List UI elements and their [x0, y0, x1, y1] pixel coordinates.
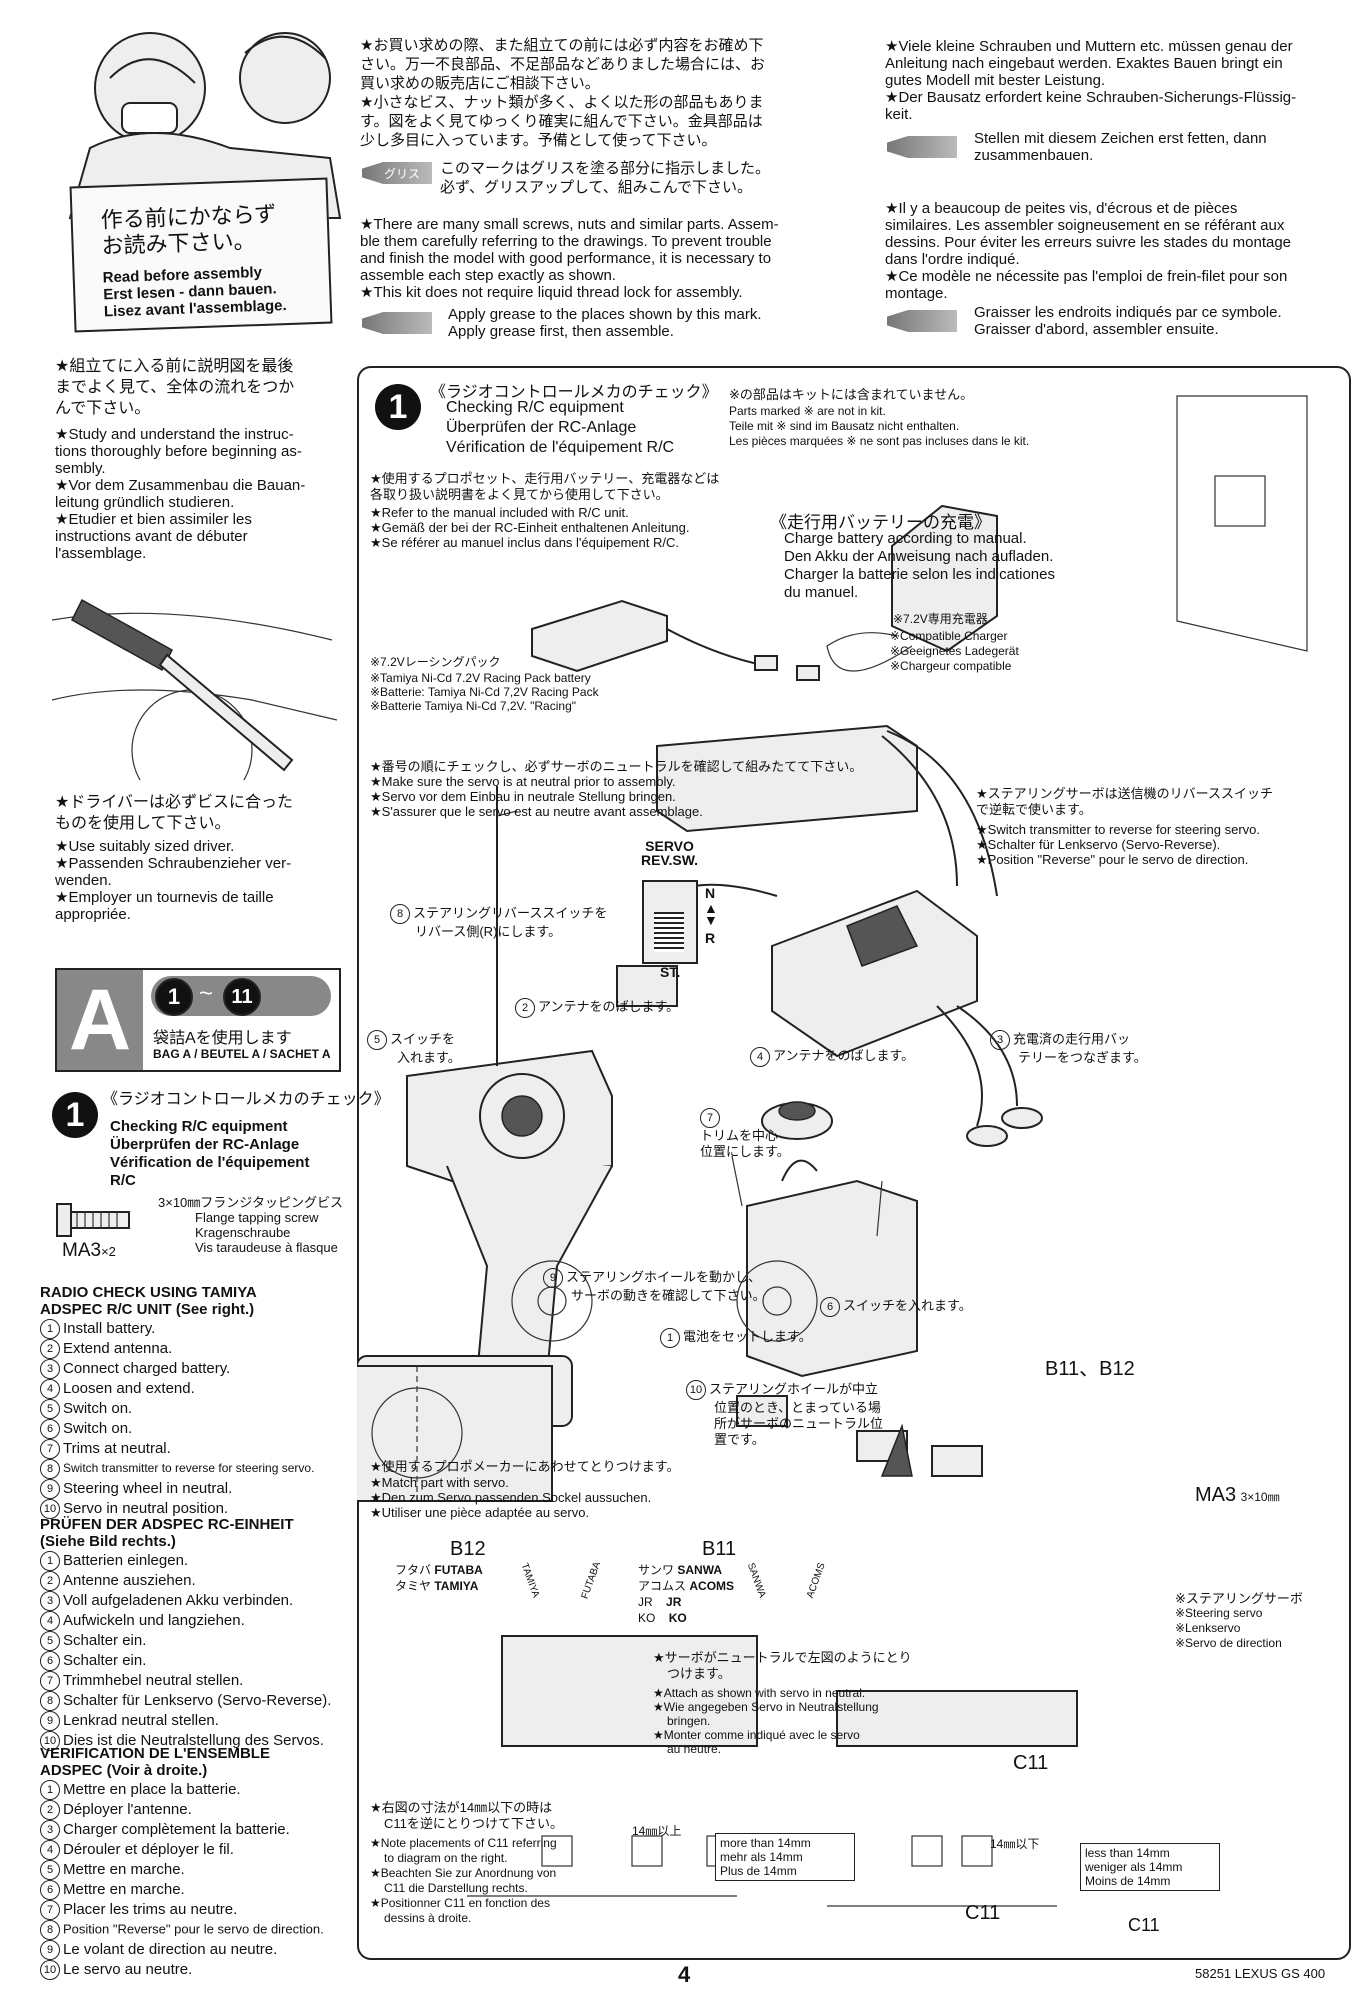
grease-note-en: Apply grease to the places shown by this…	[448, 306, 762, 340]
neutral-note: ★Attach as shown with servo in neutral.★…	[653, 1686, 879, 1756]
match-note-jp: ★使用するプロポメーカーにあわせてとりつけます。	[370, 1459, 680, 1474]
grease-mark-jp: グリス	[362, 162, 432, 184]
assembly-diagram	[357, 395, 1308, 1907]
reverse-note-jp: ★ステアリングサーボは送信機のリバーススイッチで逆転で使います。	[976, 786, 1274, 817]
charger-label-jp: ※7.2V専用充電器	[893, 612, 988, 626]
charge-title-jp: 《走行用バッテリーの充電》	[770, 513, 991, 532]
ma3-label: MA3 3×10㎜	[1195, 1484, 1280, 1506]
more-than-14-label: 14㎜以上	[632, 1824, 682, 1838]
driver-note: ★Use suitably sized driver.★Passenden Sc…	[55, 838, 292, 923]
bag-label: BAG A / BEUTEL A / SACHET A	[153, 1047, 331, 1061]
servo-rev-n: N	[705, 885, 716, 901]
step-start-badge: 1	[155, 978, 193, 1016]
header-en-notes: ★There are many small screws, nuts and s…	[360, 216, 779, 301]
de-check-title: PRÜFEN DER ADSPEC RC-EINHEIT(Siehe Bild …	[40, 1516, 294, 1550]
study-note: ★Study and understand the instruc-tions …	[55, 426, 306, 562]
main-step-panel	[357, 366, 1351, 1960]
charge-note: Charge battery according to manual.Den A…	[784, 530, 1055, 601]
servo-label: ※Steering servo※Lenkservo※Servo de direc…	[1175, 1606, 1282, 1650]
study-note-jp: ★組立てに入る前に説明図を最後までよく見て、全体の流れをつかんで下さい。	[55, 358, 295, 417]
charger-label: ※Compatible Charger※Geeignetes Ladegerät…	[890, 629, 1019, 673]
b11-label: B11	[702, 1538, 737, 1560]
check-order: ★Make sure the servo is at neutral prior…	[370, 774, 703, 819]
servo-rev-st: ST.	[660, 964, 681, 980]
not-in-kit-jp: ※の部品はキットには含まれていません。	[729, 387, 974, 402]
servo-rev-r: R	[705, 930, 716, 946]
pack-label: ※Tamiya Ni-Cd 7.2V Racing Pack battery※B…	[370, 671, 599, 713]
kit-code: 58251 LEXUS GS 400	[1195, 1966, 1326, 1981]
c11-label: C11	[1013, 1752, 1049, 1774]
b11-makers: サンワ SANWA アコムス ACOMS JR JR KO KO	[638, 1563, 735, 1625]
header-de-notes: ★Viele kleine Schrauben und Muttern etc.…	[885, 38, 1297, 123]
grease-icon	[362, 162, 432, 184]
sign-jp: 作る前にかならずお読み下さい。	[100, 201, 277, 259]
match-note: ★Match part with servo.★Den zum Servo pa…	[370, 1475, 652, 1520]
c11-bottom-label: C11	[965, 1902, 1001, 1924]
grease-note-jp: このマークはグリスを塗る部分に指示しました。必ず、グリスアップして、組みこんで下…	[440, 160, 771, 196]
grease-icon	[362, 312, 432, 334]
header-fr-notes: ★Il y a beaucoup de peites vis, d'écrous…	[885, 200, 1292, 302]
main-step-title-jp: 《ラジオコントロールメカのチェック》	[430, 384, 718, 401]
less-than-14-label: 14㎜以下	[990, 1837, 1040, 1851]
grease-icon	[887, 310, 957, 332]
not-in-kit: Parts marked ※ are not in kit.Teile mit …	[729, 404, 1030, 448]
screw-spec-jp: 3×10㎜フランジタッピングビス	[158, 1195, 344, 1210]
grease-note-de: Stellen mit diesem Zeichen erst fetten, …	[974, 130, 1267, 164]
bag-letter: A	[57, 970, 143, 1070]
check-order-jp: ★番号の順にチェックし、必ずサーボのニュートラルを確認して組みたてて下さい。	[370, 759, 863, 774]
grease-icon	[887, 136, 957, 158]
step-number-badge: 1	[52, 1092, 98, 1138]
bag-jp: 袋詰Aを使用します	[153, 1030, 292, 1047]
grease-note-fr: Graisser les endroits indiqués par ce sy…	[974, 304, 1282, 338]
screw-code: MA3×2	[62, 1240, 116, 1261]
bag-a-box: A 1 ~ 11 袋詰Aを使用します BAG A / BEUTEL A / SA…	[55, 968, 341, 1072]
b12-label: B12	[450, 1538, 486, 1560]
neutral-note-jp: ★サーボがニュートラルで左図のようにとりつけます。	[653, 1650, 912, 1681]
screwdriver-illustration	[51, 580, 338, 811]
step-end-badge: 11	[223, 978, 261, 1016]
servo-rev-arrow-icon: ▲▼	[704, 900, 718, 928]
main-step-number-badge: 1	[375, 384, 421, 430]
servo-rev-switch	[642, 880, 698, 964]
pack-label-jp: ※7.2Vレーシングパック	[370, 655, 501, 669]
left-step-title-jp: 《ラジオコントロールメカのチェック》	[102, 1091, 390, 1108]
reverse-note: ★Switch transmitter to reverse for steer…	[976, 822, 1261, 867]
flange-screw-icon	[55, 1200, 135, 1240]
servo-label-jp: ※ステアリングサーボ	[1175, 1591, 1303, 1606]
manual-note: ★Refer to the manual included with R/C u…	[370, 505, 690, 550]
page-number: 4	[678, 1962, 691, 1987]
manual-note-jp: ★使用するプロポセット、走行用バッテリー、充電器などは各取り扱い説明書をよく見て…	[370, 471, 720, 502]
c11-bottom-label-2: C11	[1128, 1915, 1160, 1935]
header-jp-notes: ★お買い求めの際、また組立ての前には必ず内容をお確め下さい。万一不良部品、不足部…	[360, 37, 766, 149]
b11-b12-label: B11、B12	[1045, 1358, 1135, 1380]
b12-makers: フタバ FUTABA タミヤ TAMIYA	[395, 1563, 483, 1593]
bag-steps-range: 1 ~ 11	[151, 976, 331, 1016]
driver-note-jp: ★ドライバーは必ずビスに合ったものを使用して下さい。	[55, 794, 294, 832]
